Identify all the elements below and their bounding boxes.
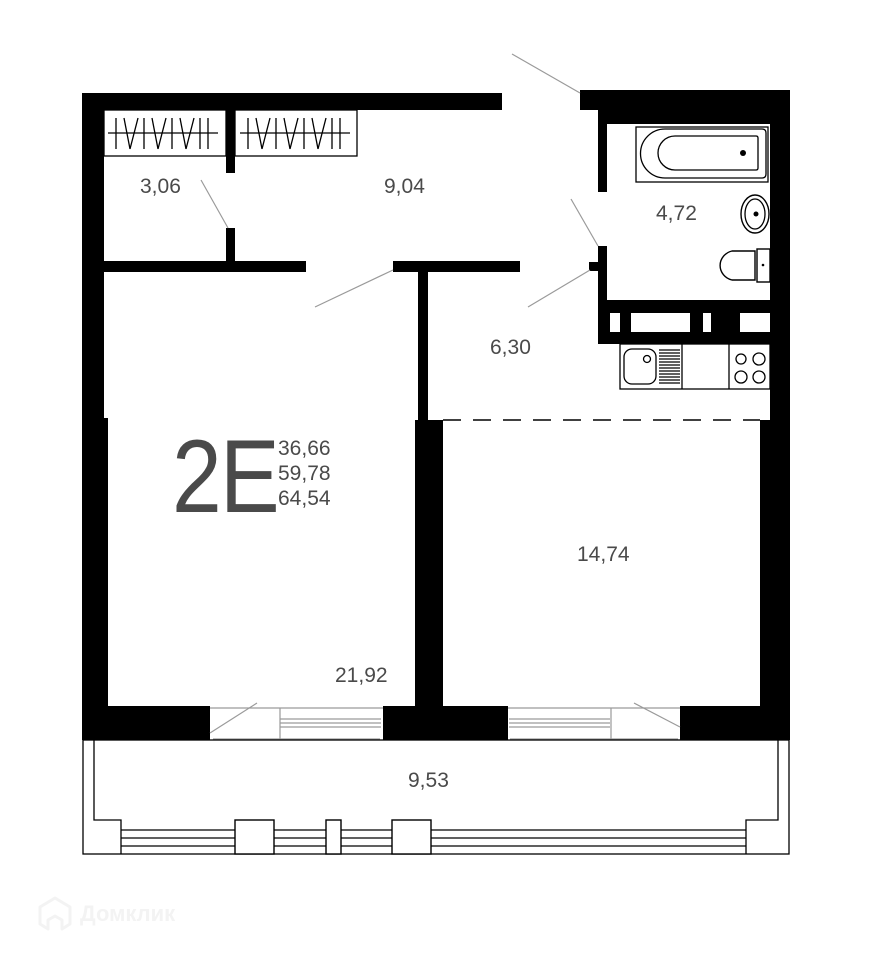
apartment-areas: 36,66 59,78 64,54 (278, 436, 331, 511)
total-area-with-balcony: 64,54 (278, 487, 331, 510)
domclick-house-icon (38, 896, 72, 931)
windows (210, 707, 680, 740)
interior-walls (104, 108, 790, 708)
room-area-wardrobe: 3,06 (140, 175, 181, 198)
room-area-bathroom: 4,72 (656, 202, 697, 225)
room-area-living-room: 21,92 (335, 664, 388, 687)
room-area-kitchen: 6,30 (490, 336, 531, 359)
toilet (719, 250, 756, 281)
loggia-outline (82, 739, 790, 855)
watermark: Домклик (38, 896, 175, 932)
apartment-code: 2E (172, 419, 280, 535)
kitchen-fixtures (619, 343, 771, 390)
total-area: 59,78 (278, 462, 331, 485)
room-area-hallway: 9,04 (384, 175, 425, 198)
door-swings (200, 53, 681, 734)
room-area-bedroom: 14,74 (577, 543, 630, 566)
living-area: 36,66 (278, 437, 331, 460)
bathtub (639, 128, 767, 179)
stove-burner (735, 353, 747, 365)
bathroom-fixtures (635, 126, 771, 283)
room-area-loggia: 9,53 (408, 769, 449, 792)
watermark-text: Домклик (80, 901, 176, 926)
wardrobe-units (103, 109, 358, 157)
kitchen-sink (623, 348, 657, 385)
exterior-walls (82, 90, 790, 740)
